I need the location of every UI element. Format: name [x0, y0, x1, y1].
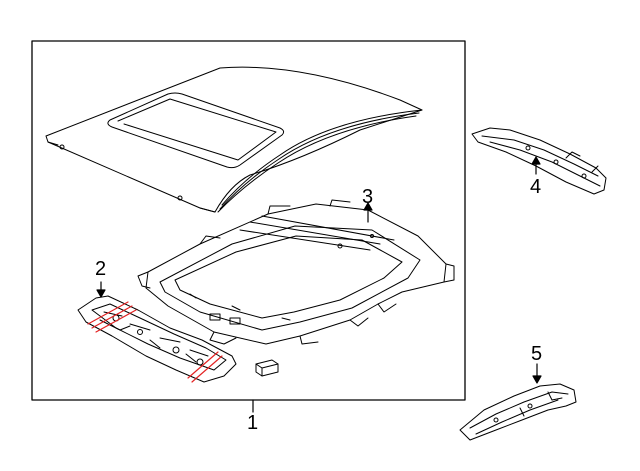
assembly-group-box — [31, 40, 466, 401]
roof-panel — [45, 66, 423, 213]
sunroof-frame — [137, 199, 455, 345]
callout-3: 3 — [362, 186, 374, 208]
callout-4: 4 — [530, 176, 542, 198]
clip-block — [255, 359, 279, 377]
side-rail — [471, 127, 607, 195]
callout-5: 5 — [531, 343, 543, 365]
leader-lines — [96, 156, 542, 413]
rear-bracket — [459, 383, 577, 441]
cut-marks — [87, 301, 223, 383]
callout-1: 1 — [247, 412, 259, 434]
callout-2: 2 — [95, 258, 107, 280]
